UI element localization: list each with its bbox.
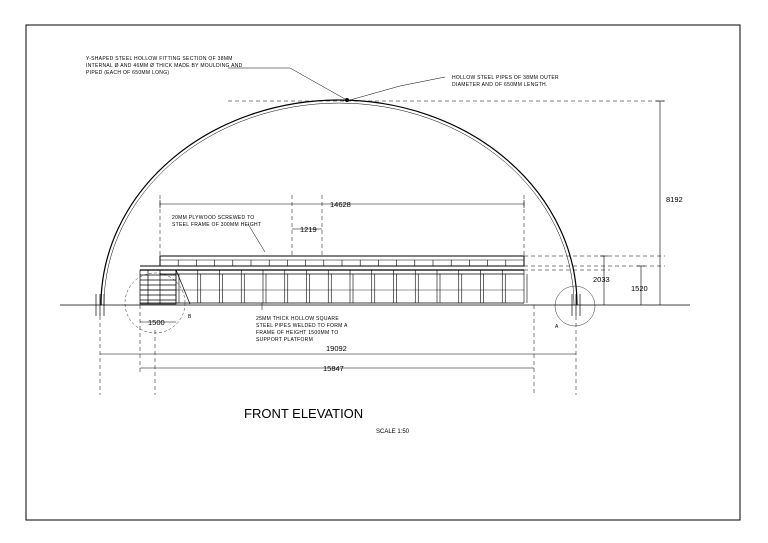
note-frame-line2: STEEL PIPES WELDED TO FORM A: [256, 323, 348, 329]
dim-14628: 14628: [330, 200, 351, 209]
note-frame-line3: FRAME OF HEIGHT 1500MM TO: [256, 330, 339, 336]
dome-arch: [100, 99, 578, 306]
note-plywood-line1: 20MM PLYWOOD SCREWED TO: [172, 215, 254, 221]
note-y-section-line1: Y-SHAPED STEEL HOLLOW FITTING SECTION OF…: [86, 56, 233, 62]
note-frame-line1: 25MM THICK HOLLOW SQUARE: [256, 316, 339, 322]
note-frame-line4: SUPPORT PLATFORM: [256, 337, 313, 343]
staircase-block: [139, 269, 191, 305]
platform-structure: [140, 255, 528, 304]
note-pipes-line1: HOLLOW STEEL PIPES OF 38MM OUTER: [452, 75, 559, 81]
dim-2033: 2033: [593, 275, 610, 284]
note-y-section-line2: INTERNAL Ø AND 46MM Ø THICK MADE BY MOUL…: [86, 63, 243, 69]
dimension-lines: [100, 100, 664, 369]
dim-8192: 8192: [666, 195, 683, 204]
leader-lines: [228, 67, 446, 310]
dim-1520: 1520: [631, 284, 648, 293]
note-pipes-line2: DIAMETER AND OF 650MM LENGTH.: [452, 82, 548, 88]
note-plywood-line2: STEEL FRAME OF 300MM HEIGHT: [172, 222, 261, 228]
right-foot: [571, 294, 581, 316]
y-fitting: [345, 98, 349, 102]
note-y-section-line3: PIPED (EACH OF 650MM LONG): [86, 70, 169, 76]
sheet-border: [25, 24, 741, 521]
left-foot: [95, 294, 105, 316]
drawing-title: FRONT ELEVATION: [244, 406, 363, 421]
detail-label-a: A: [555, 324, 559, 330]
dim-1500: 1500: [148, 318, 165, 327]
extension-lines: [99, 100, 665, 395]
dome-arch-inner: [103, 102, 575, 306]
detail-circle-a: [554, 285, 596, 327]
detail-label-b: B: [188, 314, 192, 320]
dim-19092: 19092: [326, 344, 347, 353]
drawing-scale: SCALE 1:50: [376, 429, 410, 435]
dim-1219: 1219: [300, 225, 317, 234]
dim-15847: 15847: [323, 364, 344, 373]
